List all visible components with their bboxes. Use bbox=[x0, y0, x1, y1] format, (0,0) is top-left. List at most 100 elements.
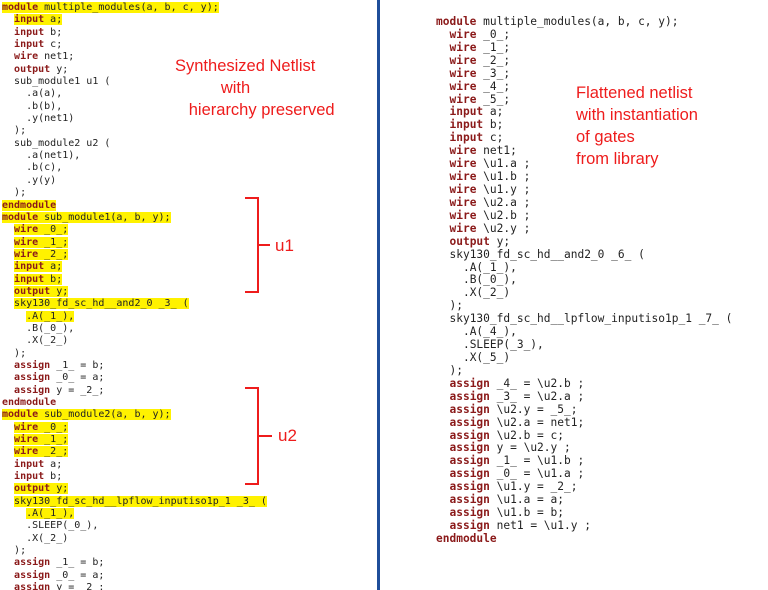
code-keyword: endmodule bbox=[436, 531, 497, 545]
code-line: sky130_fd_sc_hd__and2_0 _6_ ( bbox=[436, 248, 732, 262]
code-rest: sky130_fd_sc_hd__lpflow_inputiso1p_1 _3_… bbox=[14, 495, 267, 507]
code-text: assign _0_ = a; bbox=[14, 570, 104, 581]
code-line: .a(a), bbox=[2, 88, 267, 100]
code-keyword: input bbox=[14, 26, 45, 38]
code-rest: a; bbox=[44, 261, 63, 273]
code-line: output y; bbox=[436, 235, 732, 249]
code-line: input c; bbox=[2, 39, 267, 51]
code-rest: \u2.a ; bbox=[476, 195, 531, 209]
code-line: .X(_2_) bbox=[2, 533, 267, 545]
u1-label: u1 bbox=[275, 236, 294, 255]
code-text: wire net1; bbox=[14, 51, 74, 62]
code-rest: b; bbox=[44, 273, 63, 285]
code-rest: .a(net1), bbox=[26, 150, 81, 162]
code-line: sky130_fd_sc_hd__lpflow_inputiso1p_1 _7_… bbox=[436, 312, 733, 326]
code-keyword: wire bbox=[449, 27, 477, 41]
code-rest: b; bbox=[483, 118, 504, 132]
code-text: sky130_fd_sc_hd__lpflow_inputiso1p_1 _3_… bbox=[14, 495, 267, 507]
code-text: assign _0_ = a; bbox=[14, 372, 104, 383]
code-text: output y; bbox=[14, 285, 69, 297]
code-rest: multiple_modules(a, b, c, y); bbox=[476, 15, 679, 28]
code-text: assign _1_ = b; bbox=[14, 557, 104, 568]
code-keyword: module bbox=[2, 2, 39, 13]
code-rest: _1_ = b; bbox=[50, 557, 105, 569]
code-text: .y(net1) bbox=[26, 113, 74, 124]
code-line: .A(_1_), bbox=[436, 261, 732, 275]
code-keyword: wire bbox=[449, 40, 477, 54]
code-line: assign _1_ = \u1.b ; bbox=[436, 454, 732, 468]
code-line: wire \u1.y ; bbox=[436, 183, 732, 197]
code-text: wire _0_; bbox=[14, 421, 69, 433]
code-text: assign net1 = \u1.y ; bbox=[449, 519, 590, 532]
code-text: wire _1_; bbox=[14, 434, 69, 446]
code-line: input b; bbox=[2, 273, 267, 286]
code-text: .X(_2_) bbox=[463, 286, 510, 299]
code-line: output y; bbox=[2, 285, 267, 298]
code-line: input c; bbox=[436, 131, 732, 145]
code-text: wire net1; bbox=[449, 144, 516, 157]
code-line: .B(_0_), bbox=[436, 273, 732, 287]
code-text: input b; bbox=[14, 273, 63, 285]
code-keyword: wire bbox=[14, 446, 39, 458]
code-text: ); bbox=[14, 545, 26, 556]
code-rest: y; bbox=[50, 483, 69, 495]
code-keyword: wire bbox=[449, 170, 477, 184]
code-keyword: assign bbox=[449, 480, 490, 494]
code-text: assign \u2.b = c; bbox=[449, 429, 564, 442]
code-rest: \u2.y ; bbox=[476, 221, 531, 235]
code-text: .X(_2_) bbox=[26, 533, 68, 544]
code-rest: ); bbox=[14, 347, 27, 359]
code-text: assign \u1.b = b; bbox=[449, 506, 564, 519]
code-rest: _2_; bbox=[476, 53, 511, 67]
code-text: input a; bbox=[14, 14, 63, 26]
code-keyword: input bbox=[449, 131, 484, 145]
code-text: .b(c), bbox=[26, 162, 62, 173]
code-rest: _2_; bbox=[38, 248, 69, 260]
code-rest: sky130_fd_sc_hd__lpflow_inputiso1p_1 _7_… bbox=[449, 312, 733, 326]
code-rest: .y(net1) bbox=[26, 113, 75, 125]
code-text: wire \u2.a ; bbox=[449, 196, 530, 209]
code-keyword: input bbox=[14, 273, 45, 285]
code-line: .X(_2_) bbox=[2, 335, 267, 347]
code-rest: .B(_0_), bbox=[26, 322, 75, 334]
code-text: wire _4_; bbox=[449, 80, 510, 93]
code-keyword: wire bbox=[449, 79, 477, 93]
code-text: endmodule bbox=[2, 397, 56, 408]
code-rest: _0_; bbox=[38, 421, 69, 433]
code-line: ); bbox=[2, 348, 267, 360]
code-keyword: wire bbox=[449, 157, 477, 171]
code-text: .B(_0_), bbox=[463, 273, 517, 286]
code-keyword: assign bbox=[14, 569, 51, 581]
code-rest: sub_module2 u2 ( bbox=[14, 137, 111, 149]
code-keyword: wire bbox=[14, 434, 39, 446]
code-rest: _1_; bbox=[476, 40, 511, 54]
code-text: wire _3_; bbox=[449, 67, 510, 80]
flattened-netlist-code: module multiple_modules(a, b, c, y); wir… bbox=[436, 15, 733, 546]
code-rest: .b(c), bbox=[26, 162, 63, 174]
code-line: assign net1 = \u1.y ; bbox=[436, 519, 732, 533]
code-rest: y = _2_; bbox=[50, 582, 105, 590]
code-rest: .b(b), bbox=[26, 100, 63, 112]
code-text: assign _1_ = \u1.b ; bbox=[449, 454, 584, 467]
code-rest: _1_; bbox=[38, 434, 69, 446]
code-line: wire \u1.b ; bbox=[436, 170, 732, 184]
code-rest: \u1.a = a; bbox=[489, 493, 564, 507]
code-rest: _1_ = b; bbox=[50, 359, 105, 371]
code-text: .A(_1_), bbox=[26, 310, 75, 322]
code-rest: a; bbox=[44, 14, 63, 26]
code-text: .a(net1), bbox=[26, 150, 80, 161]
code-line: endmodule bbox=[2, 199, 267, 212]
code-rest: c; bbox=[483, 131, 504, 145]
code-line: input a; bbox=[436, 105, 732, 119]
code-line: wire _1_; bbox=[2, 236, 267, 249]
code-keyword: output bbox=[14, 483, 51, 495]
code-line: assign _4_ = \u2.b ; bbox=[436, 377, 732, 391]
code-keyword: input bbox=[14, 471, 45, 483]
code-line: assign _1_ = b; bbox=[2, 360, 267, 372]
code-keyword: wire bbox=[14, 421, 39, 433]
code-rest: \u1.b ; bbox=[476, 170, 531, 184]
code-line: .A(_1_), bbox=[2, 508, 267, 520]
code-rest: \u1.y = _2_; bbox=[489, 480, 578, 494]
code-rest: sub_module1(a, b, y); bbox=[38, 211, 171, 223]
code-keyword: assign bbox=[449, 428, 490, 442]
